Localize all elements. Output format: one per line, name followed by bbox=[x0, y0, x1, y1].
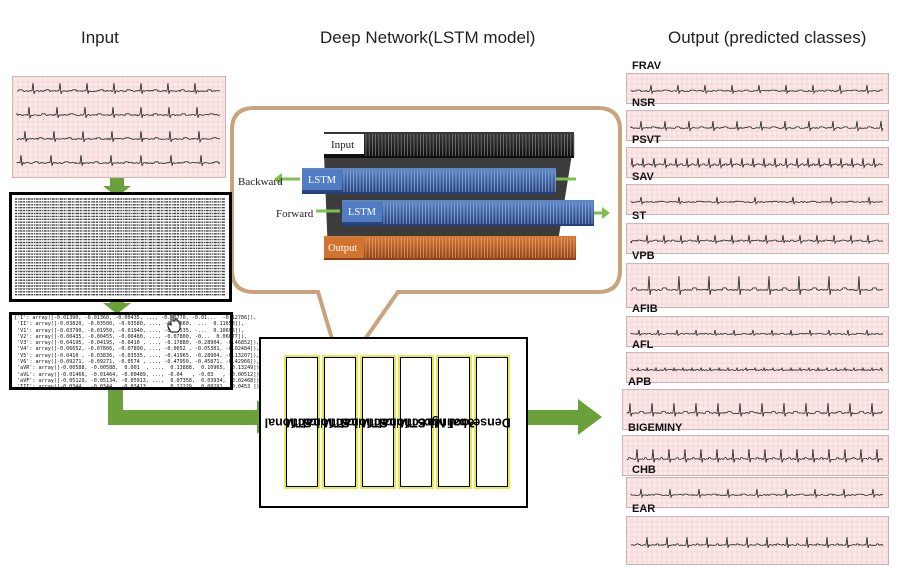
class-ecg-strip bbox=[626, 147, 889, 178]
array-data-row: 'V2': array([-0.00435, -0.00455, -0.0048… bbox=[14, 333, 248, 340]
class-ecg-strip bbox=[622, 435, 889, 476]
forward-label: Forward bbox=[276, 208, 314, 220]
class-ecg-strip bbox=[626, 263, 889, 308]
input-block-label: Input bbox=[331, 139, 355, 151]
array-data-row: 'II': array([-0.03820, -0.03500, -0.0358… bbox=[14, 321, 245, 328]
array-data-row: 'III': array([-0.0344 , -0.0344 , -0.034… bbox=[14, 384, 263, 391]
class-ecg-strip bbox=[626, 316, 889, 347]
output-header: Output (predicted classes) bbox=[668, 28, 867, 47]
backward-lstm-label: LSTM bbox=[308, 175, 337, 186]
array-data-row: {'I': array([-0.01390, -0.01360, -0.0043… bbox=[14, 315, 257, 321]
array-data-row: 'V5': array([-0.0410 , -0.03836, -0.0353… bbox=[14, 352, 260, 359]
class-label: APB bbox=[628, 376, 652, 388]
class-label: SAV bbox=[632, 171, 654, 183]
lstm-network-illustration bbox=[274, 132, 610, 260]
array-data-row: 'V6': array([-0.09271, -0.09271, -0.0574… bbox=[14, 359, 260, 366]
class-ecg-strip bbox=[626, 184, 889, 215]
class-label: PSVT bbox=[632, 134, 661, 146]
backward-label: Backward bbox=[238, 176, 283, 188]
network-header: Deep Network(LSTM model) bbox=[320, 28, 536, 47]
array-data-row: 'V1': array([-0.03790, -0.01950, -0.0194… bbox=[14, 327, 245, 334]
layer-dense: Dense bbox=[473, 355, 511, 489]
class-label: VPB bbox=[632, 250, 655, 262]
class-ecg-strip bbox=[622, 389, 889, 430]
forward-lstm-label: LSTM bbox=[348, 207, 377, 218]
array-data-row: 'V4': array([-0.06652, -0.07806, -0.0789… bbox=[14, 346, 260, 353]
class-label: FRAV bbox=[632, 60, 662, 72]
array-data-box: {'I': array([-0.01390, -0.01360, -0.0043… bbox=[9, 312, 263, 391]
input-header: Input bbox=[81, 28, 119, 47]
class-label: EAR bbox=[632, 503, 656, 515]
class-ecg-strip bbox=[626, 352, 889, 383]
class-ecg-strip bbox=[626, 477, 889, 508]
class-label: NSR bbox=[632, 97, 656, 109]
class-label: CHB bbox=[632, 464, 656, 476]
class-ecg-strip bbox=[626, 73, 889, 104]
array-data-row: 'V3': array([-0.04195, -0.04195, -0.0410… bbox=[14, 340, 260, 347]
hand-cursor-icon bbox=[167, 313, 181, 333]
class-label: ST bbox=[632, 210, 647, 222]
raw-signal-matrix bbox=[9, 192, 232, 302]
input-ecg-image bbox=[12, 76, 226, 178]
array-data-row: 'aVF': array([-0.05129, -0.05134, -0.059… bbox=[14, 377, 263, 384]
array-data-row: 'aVR': array([-0.00588, -0.00588, 0.001 … bbox=[14, 365, 263, 372]
class-ecg-strip bbox=[626, 223, 889, 254]
class-label: AFL bbox=[632, 339, 654, 351]
class-label: BIGEMINY bbox=[628, 422, 683, 434]
array-data-row: 'aVL': array([-0.01466, -0.01464, -0.004… bbox=[14, 371, 263, 378]
class-label: AFIB bbox=[632, 303, 658, 315]
class-ecg-strip bbox=[626, 110, 889, 141]
output-block-label: Output bbox=[328, 243, 358, 254]
class-ecg-strip bbox=[626, 516, 889, 565]
